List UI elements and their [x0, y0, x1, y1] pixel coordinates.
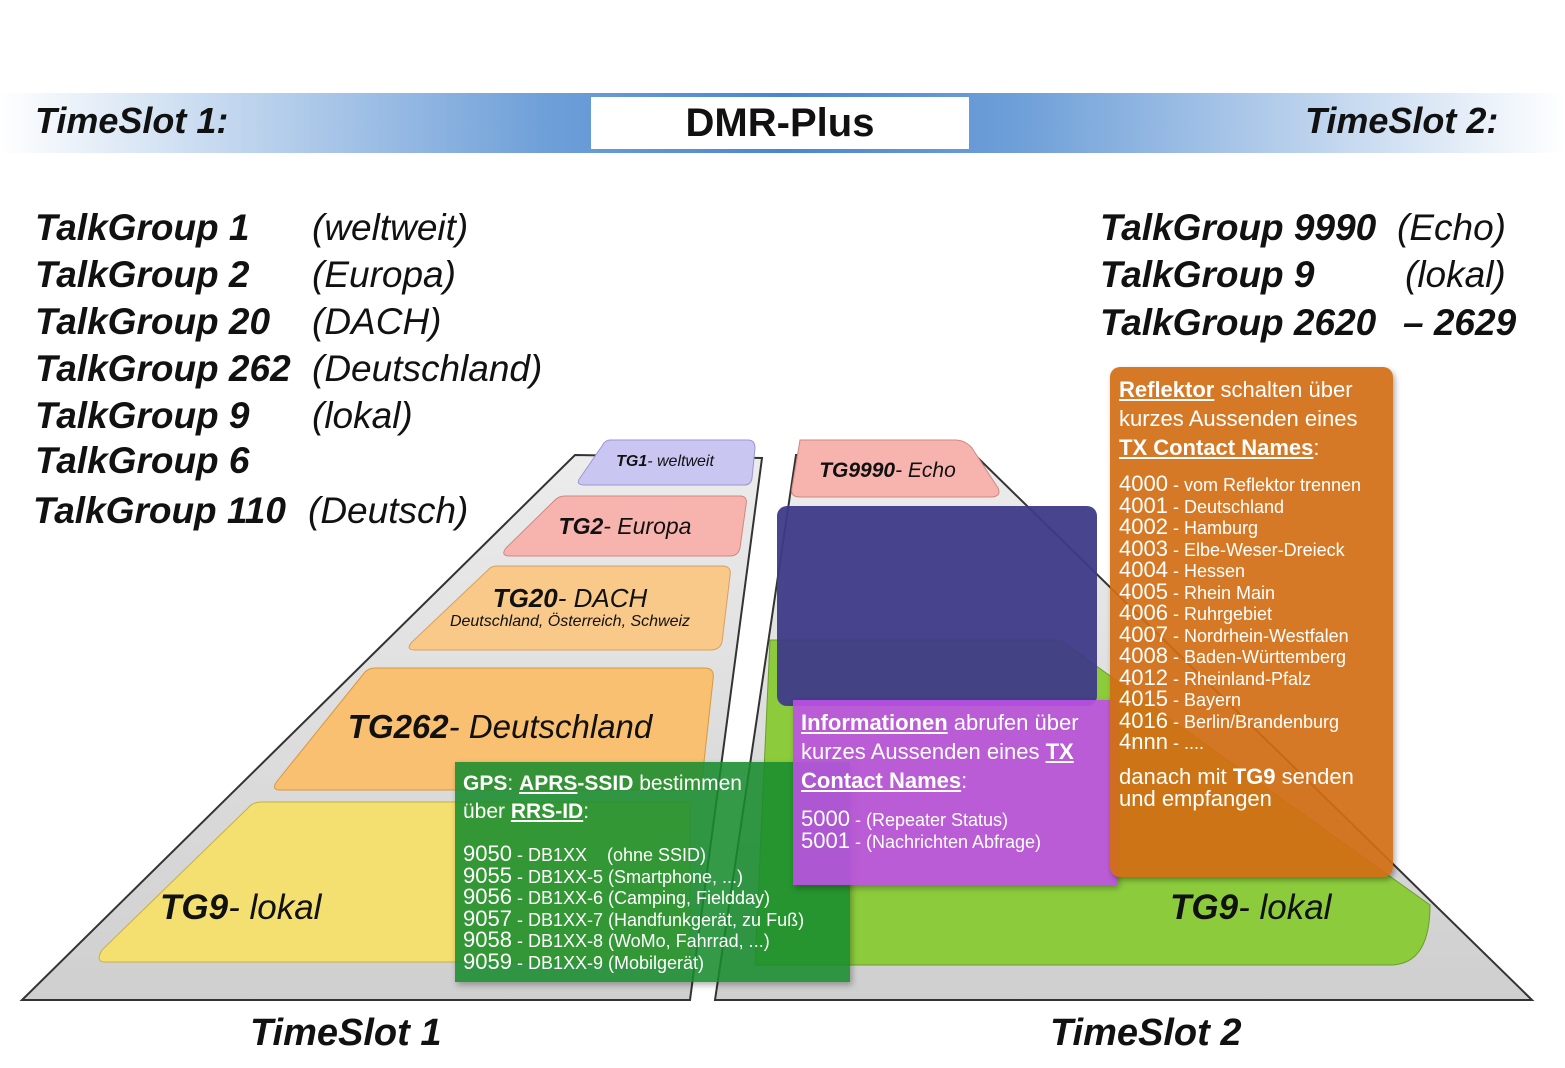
reflector-footer-1: danach mit TG9 senden	[1119, 763, 1354, 789]
left-tg-row: TalkGroup 20(DACH)	[35, 301, 442, 342]
list-item: 5001 - (Nachrichten Abfrage)	[801, 827, 1042, 853]
list-item: 4006 - Ruhrgebiet	[1119, 600, 1273, 625]
list-item: 4015 - Bayern	[1119, 686, 1241, 711]
left-tg-row: TalkGroup 1(weltweit)	[35, 207, 469, 248]
header-title: DMR-Plus	[591, 97, 969, 149]
reflector-list: 4000 - vom Reflektor trennen 4001 - Deut…	[1119, 471, 1384, 754]
left-tg-row: TalkGroup 110(Deutsch)	[33, 490, 469, 531]
dark-blue-block	[777, 506, 1097, 706]
gps-list: 9050 - DB1XX (ohne SSID) 9055 - DB1XX-5 …	[463, 841, 842, 974]
info-box: Informationen abrufen über kurzes Aussen…	[793, 700, 1117, 885]
tg20-sub: Deutschland, Österreich, Schweiz	[449, 613, 691, 630]
info-line-2: kurzes Aussenden eines TX	[801, 739, 1074, 764]
left-tg-row: TalkGroup 262(Deutschland)	[35, 348, 543, 389]
reflector-line-1: Reflektor schalten über	[1119, 377, 1353, 402]
tg262-layer: TG262 - Deutschland	[347, 708, 653, 745]
right-tg-row: TalkGroup 9990(Echo)	[1100, 207, 1506, 248]
footer-timeslot-1: TimeSlot 1	[250, 1012, 442, 1054]
reflector-footer-2: und empfangen	[1119, 785, 1272, 811]
list-item: 9055 - DB1XX-5 (Smartphone, ...)	[463, 862, 744, 888]
list-item: 4001 - Deutschland	[1119, 492, 1285, 518]
tg9-left-layer: TG9 - lokal	[160, 888, 322, 927]
tg1-shape	[577, 439, 756, 486]
reflector-line-2: kurzes Aussenden eines	[1119, 406, 1358, 431]
list-item: 9056 - DB1XX-6 (Camping, Fieldday)	[463, 884, 771, 909]
list-item: 4008 - Baden-Württemberg	[1119, 643, 1347, 668]
tg20-shape	[408, 565, 731, 651]
list-item: 9058 - DB1XX-8 (WoMo, Fahrrad, ...)	[463, 927, 770, 952]
tg2-shape	[503, 495, 747, 557]
list-item: 4012 - Rheinland-Pfalz	[1119, 664, 1312, 690]
tg9990-layer: TG9990 - Echo	[819, 459, 956, 482]
left-tg-row: TalkGroup 2(Europa)	[35, 254, 456, 295]
list-item: 4002 - Hamburg	[1119, 514, 1258, 539]
list-item: 4005 - Rhein Main	[1119, 578, 1275, 604]
tg9-right-layer: TG9 - lokal	[1170, 888, 1332, 927]
gps-info-box: GPS: APRS-SSID bestimmen über RRS-ID: 90…	[455, 762, 850, 982]
reflector-line-3: TX Contact Names:	[1119, 435, 1320, 460]
tg2-layer: TG2 - Europa	[558, 512, 692, 539]
header-timeslot-2: TimeSlot 2:	[1305, 100, 1499, 141]
reflector-box: Reflektor schalten über kurzes Aussenden…	[1110, 367, 1393, 877]
list-item: 9057 - DB1XX-7 (Handfunkgerät, zu Fuß)	[463, 905, 805, 931]
gps-line-2: über RRS-ID:	[463, 800, 590, 823]
left-tg-row: TalkGroup 6	[35, 440, 250, 481]
list-item: 5000 - (Repeater Status)	[801, 806, 1009, 831]
list-item: 4016 - Berlin/Brandenburg	[1119, 707, 1340, 733]
list-item: 9059 - DB1XX-9 (Mobilgerät)	[463, 948, 705, 974]
right-tg-row: TalkGroup 9(lokal)	[1100, 254, 1506, 295]
header-timeslot-1: TimeSlot 1:	[35, 100, 229, 141]
list-item: 9050 - DB1XX (ohne SSID)	[463, 841, 707, 866]
footer-timeslot-2: TimeSlot 2	[1050, 1012, 1242, 1054]
left-tg-row: TalkGroup 9(lokal)	[35, 395, 413, 436]
list-item: 4000 - vom Reflektor trennen	[1119, 471, 1362, 496]
list-item: 4007 - Nordrhein-Westfalen	[1119, 621, 1349, 647]
info-list: 5000 - (Repeater Status) 5001 - (Nachric…	[801, 806, 1109, 853]
gps-line-1: GPS: APRS-SSID bestimmen	[463, 772, 742, 795]
list-item: 4004 - Hessen	[1119, 557, 1245, 582]
tg9990-shape	[791, 439, 1000, 498]
info-line-3: Contact Names:	[801, 768, 968, 793]
info-line-1: Informationen abrufen über	[801, 710, 1079, 735]
tg20-layer: TG20 - DACH	[492, 582, 648, 613]
list-item: 4nnn - ....	[1119, 729, 1204, 754]
tg1-layer: TG1 - weltweit	[616, 453, 714, 470]
list-item: 4003 - Elbe-Weser-Dreieck	[1119, 535, 1345, 561]
right-tg-row: TalkGroup 2620– 2629	[1100, 302, 1517, 343]
